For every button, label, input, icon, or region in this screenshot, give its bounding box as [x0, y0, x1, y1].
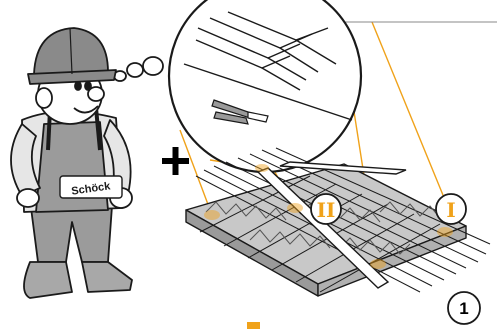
plus-icon: [162, 147, 189, 175]
accent-bar: [247, 322, 260, 329]
marker-i: I: [436, 194, 466, 224]
step-badge: 1: [448, 292, 480, 324]
svg-text:II: II: [317, 198, 336, 222]
thought-bubbles: [114, 57, 163, 81]
svg-text:I: I: [446, 198, 455, 222]
marker-ii: II: [311, 194, 341, 224]
detail-magnifier: [169, 0, 361, 172]
svg-text:1: 1: [459, 299, 468, 318]
worker-mascot: [11, 28, 132, 298]
